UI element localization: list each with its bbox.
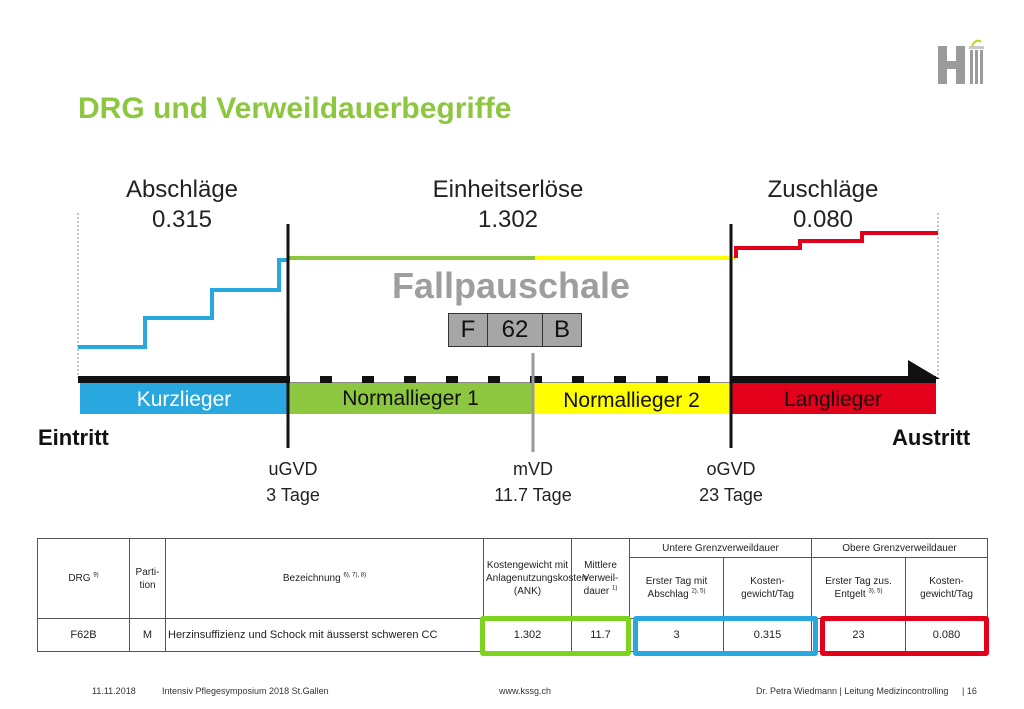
zuschlaege-staircase <box>734 231 938 258</box>
cell-kostengewicht: 1.302 <box>483 618 572 652</box>
highlight-red <box>820 616 989 656</box>
th-untere-grenzverweildauer: Untere Grenzverweildauer <box>629 538 812 558</box>
th-obere-kostengewicht-tag: Kosten-gewicht/Tag <box>905 557 988 619</box>
footer-page: | 16 <box>962 686 977 696</box>
zuschlaege-header: Zuschläge 0.080 <box>733 175 913 235</box>
highlight-green <box>480 616 631 656</box>
footer-date: 11.11.2018 <box>92 686 136 696</box>
mvd-marker: mVD 11.7 Tage <box>473 456 593 508</box>
zuschlaege-label: Zuschläge <box>767 176 879 203</box>
drg-code-letter: F <box>449 314 488 346</box>
th-erster-tag-abschlag: Erster Tag mit Abschlag 2), 5) <box>629 557 724 619</box>
slide-title: DRG und Verweildauerbegriffe <box>78 92 512 125</box>
einheitserloese-label: Einheitserlöse <box>432 176 584 203</box>
label-normallieger1: Normallieger 1 <box>342 387 479 410</box>
segment-normallieger1 <box>288 383 533 414</box>
fallpauschale-label: Fallpauschale <box>391 265 631 306</box>
label-normallieger2: Normallieger 2 <box>563 389 700 412</box>
th-mittlere-verweildauer: Mittlere Verweil-dauer 1) <box>571 538 630 619</box>
th-partition: Parti-tion <box>129 538 166 619</box>
abschlaege-label: Abschläge <box>125 176 239 203</box>
segment-kurzlieger <box>80 383 288 414</box>
abschlaege-value: 0.315 <box>151 206 213 233</box>
ogvd-marker: oGVD 23 Tage <box>671 456 791 508</box>
highlight-blue <box>633 616 818 656</box>
ugvd-marker: uGVD 3 Tage <box>233 456 353 508</box>
einheitserloese-value: 1.302 <box>477 206 539 233</box>
label-langlieger: Langlieger <box>783 388 883 411</box>
footer-url[interactable]: www.kssg.ch <box>499 686 552 696</box>
th-obere-grenzverweildauer: Obere Grenzverweildauer <box>811 538 988 558</box>
abschlaege-header: Abschläge 0.315 <box>92 175 272 235</box>
cell-drg: F62B <box>37 618 130 652</box>
th-kostengewicht: Kostengewicht mit Anlagenutzungskosten (… <box>483 538 587 619</box>
segment-langlieger <box>730 383 936 414</box>
mvd-label: mVD <box>513 459 553 479</box>
drg-code-severity: B <box>553 316 570 343</box>
drg-table: DRG 9) Parti-tion Bezeichnung 6), 7), 8)… <box>37 538 988 652</box>
th-untere-kostengewicht-tag: Kosten-gewicht/Tag <box>723 557 812 619</box>
cell-obere-tag: 23 <box>811 618 906 652</box>
drg-code-number: 62 <box>488 314 543 346</box>
th-drg: DRG 9) <box>37 538 130 619</box>
ogvd-value: 23 Tage <box>699 485 763 505</box>
ugvd-value: 3 Tage <box>266 485 320 505</box>
austritt-label: Austritt <box>892 425 971 450</box>
footer-event: Intensiv Pflegesymposium 2018 St.Gallen <box>162 686 329 696</box>
eintritt-label: Eintritt <box>38 425 109 450</box>
timeline-arrowhead <box>908 360 940 380</box>
footer-author: Dr. Petra Wiedmann | Leitung Medizincont… <box>756 686 949 696</box>
abschlaege-staircase <box>78 258 288 349</box>
einheitserloese-header: Einheitserlöse 1.302 <box>398 175 618 235</box>
table-row: F62B M Herzinsuffizienz und Schock mit ä… <box>37 618 988 652</box>
ogvd-label: oGVD <box>706 459 756 479</box>
label-kurzlieger: Kurzlieger <box>136 388 232 411</box>
segment-normallieger2 <box>533 383 730 414</box>
drg-code-box: F 62 B <box>448 313 582 347</box>
th-bezeichnung: Bezeichnung 6), 7), 8) <box>165 538 484 619</box>
mvd-value: 11.7 Tage <box>494 485 572 505</box>
ugvd-label: uGVD <box>268 459 318 479</box>
cell-partition: M <box>129 618 166 652</box>
zuschlaege-value: 0.080 <box>792 206 854 233</box>
cell-obere-kostengewicht: 0.080 <box>905 618 988 652</box>
cell-bezeichnung: Herzinsuffizienz und Schock mit äusserst… <box>165 618 484 652</box>
th-erster-tag-zus-entgelt: Erster Tag zus. Entgelt 3), 5) <box>811 557 906 619</box>
logo <box>934 36 990 88</box>
